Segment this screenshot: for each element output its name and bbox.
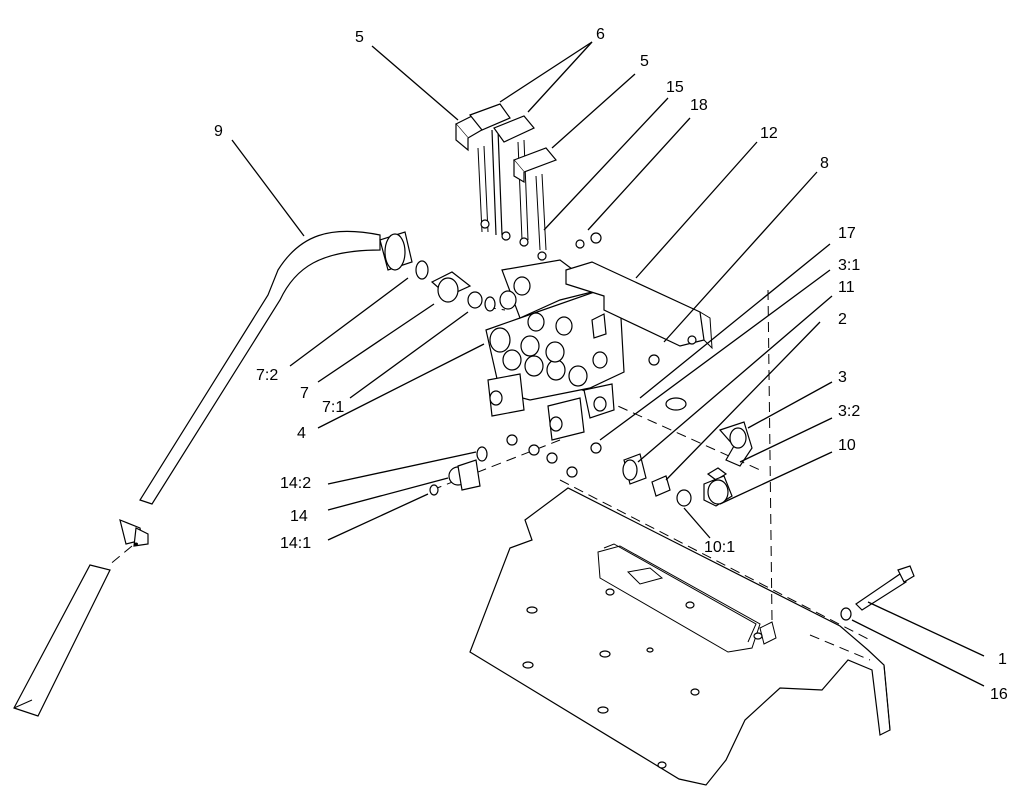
bolt-and-washer (840, 565, 915, 621)
valve-body (485, 259, 625, 478)
callout-14: 14 (290, 508, 308, 525)
callout-9: 9 (214, 123, 223, 140)
callout-7-1: 7:1 (322, 399, 344, 416)
callout-4: 4 (297, 425, 306, 442)
item-9-control-rod (13, 230, 413, 717)
leader-lines (231, 41, 985, 687)
callout-10-1: 10:1 (704, 539, 735, 556)
callout-labels: 5 6 5 15 18 9 12 8 17 3:1 11 2 7:2 3 7 7… (214, 26, 1008, 703)
callout-14-2: 14:2 (280, 475, 311, 492)
callout-15: 15 (666, 79, 684, 96)
callout-7: 7 (300, 385, 309, 402)
callout-7-2: 7:2 (256, 367, 278, 384)
callout-12: 12 (760, 125, 778, 142)
fittings-left (415, 260, 496, 312)
callout-17: 17 (838, 225, 856, 242)
callout-3-1: 3:1 (838, 257, 860, 274)
callout-14-1: 14:1 (280, 535, 311, 552)
callout-5-right: 5 (640, 53, 649, 70)
callout-18: 18 (690, 97, 708, 114)
callout-8: 8 (820, 155, 829, 172)
callout-3: 3 (838, 369, 847, 386)
mounting-plate (469, 487, 891, 786)
callout-11: 11 (838, 279, 855, 296)
callout-2: 2 (838, 311, 847, 328)
callout-6: 6 (596, 26, 605, 43)
control-handles (455, 103, 602, 261)
callout-5-left: 5 (355, 29, 364, 46)
callout-16: 16 (990, 686, 1008, 703)
fittings-right (429, 397, 753, 507)
callout-1: 1 (998, 651, 1007, 668)
callout-10: 10 (838, 437, 856, 454)
callout-3-2: 3:2 (838, 403, 860, 420)
bracket (565, 261, 713, 366)
